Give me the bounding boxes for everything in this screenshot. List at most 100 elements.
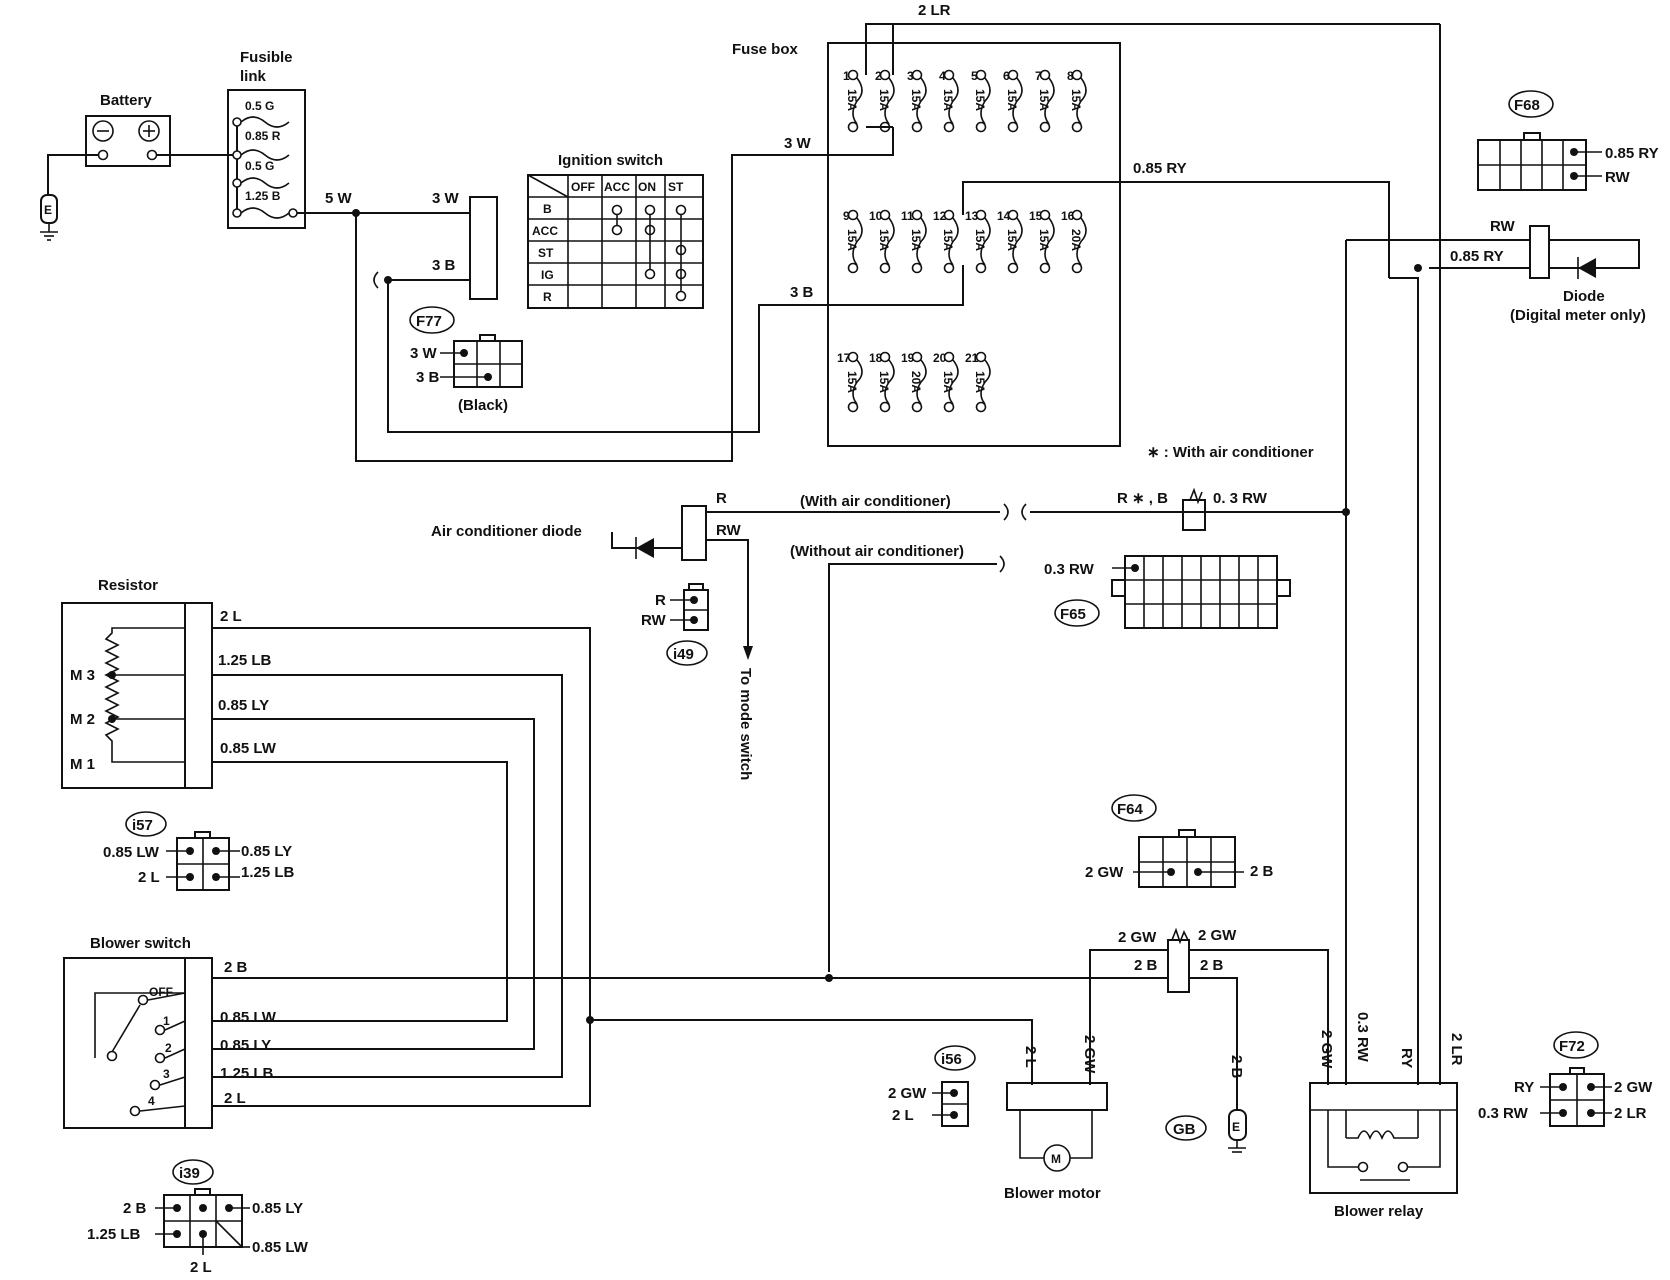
junction-2gw-left: 2 GW (1118, 929, 1157, 946)
ign-row: ST (538, 246, 554, 260)
connector-gb-label: GB (1173, 1121, 1196, 1138)
f72-2gw: 2 GW (1614, 1079, 1653, 1096)
bs-4: 4 (148, 1094, 155, 1108)
ignition-connector (469, 196, 498, 300)
fusible-link-rating: 1.25 B (245, 189, 281, 203)
fuse-number: 10 (869, 209, 883, 223)
fuse-number: 20 (933, 351, 947, 365)
br-2lr: 2 LR (1448, 1033, 1465, 1066)
fuse-number: 8 (1067, 69, 1074, 83)
i49-rw: RW (641, 612, 667, 629)
br-03rw: 0.3 RW (1354, 1012, 1371, 1063)
fuse-rating: 15A (1069, 89, 1083, 111)
f77-black: (Black) (458, 397, 508, 414)
fuse-rating: 15A (1037, 89, 1051, 111)
fuse-box-title: Fuse box (732, 41, 799, 58)
fuse-rating: 15A (909, 229, 923, 251)
ac-r: R (716, 490, 727, 507)
connector-i39: i39 2 B 0.85 LY 1.25 LB 0.85 LW 2 L (87, 1159, 309, 1276)
fuse-number: 11 (901, 209, 914, 223)
ac-diode-label: Air conditioner diode (431, 523, 582, 540)
fuse-number: 3 (907, 69, 914, 83)
bs-3: 3 (163, 1067, 170, 1081)
with-ac-note: ∗ : With air conditioner (1147, 444, 1314, 461)
f68-rw: RW (1605, 169, 1631, 186)
wire-3w-fuse: 3 W (784, 135, 812, 152)
bs-1: 1 (163, 1014, 170, 1028)
svg-text:M: M (1051, 1152, 1061, 1166)
f72-2lr: 2 LR (1614, 1105, 1647, 1122)
gw-junction (1167, 939, 1190, 993)
i39-125lb: 1.25 LB (87, 1226, 141, 1243)
ignition-switch: Ignition switch OFF ACC ON ST B ACC ST I… (527, 152, 704, 309)
without-ac: (Without air conditioner) (790, 543, 964, 560)
i49-r: R (655, 592, 666, 609)
fuse-rating: 15A (877, 229, 891, 251)
br-ry: RY (1398, 1048, 1415, 1068)
f64-2gw: 2 GW (1085, 864, 1124, 881)
diode: Diode (Digital meter only) (1510, 239, 1646, 324)
ign-row: R (543, 290, 552, 304)
connector-i49-label: i49 (673, 646, 694, 663)
rb-connector (1182, 499, 1206, 531)
resistor: Resistor M 3 M 2 M 1 (61, 577, 213, 789)
ignition-switch-title: Ignition switch (558, 152, 663, 169)
ac-rw: RW (716, 522, 742, 539)
connector-i57: i57 0.85 LW 0.85 LY 2 L 1.25 LB (103, 811, 295, 891)
fuse-number: 7 (1035, 69, 1042, 83)
bs-125lb: 1.25 LB (220, 1065, 274, 1082)
blower-motor: M Blower motor (1004, 1082, 1108, 1202)
ground-gb: 2 B E GB (1165, 1055, 1247, 1153)
i57-125lb: 1.25 LB (241, 864, 295, 881)
blower-motor-label: Blower motor (1004, 1185, 1101, 1202)
ign-row: IG (541, 268, 554, 282)
connector-i56: i56 2 GW 2 L (888, 1045, 976, 1127)
fuse-number: 12 (933, 209, 947, 223)
res-m3: M 3 (70, 667, 95, 684)
f72-ry: RY (1514, 1079, 1534, 1096)
wire-3w-ign: 3 W (432, 190, 460, 207)
fusible-link-rating: 0.5 G (245, 159, 274, 173)
bs-085ly: 0.85 LY (220, 1037, 271, 1054)
fuse-number: 14 (997, 209, 1011, 223)
res-085lw: 0.85 LW (220, 740, 277, 757)
f77-3w: 3 W (410, 345, 438, 362)
with-ac: (With air conditioner) (800, 493, 951, 510)
wire-rb: R ∗ , B (1117, 490, 1168, 507)
i56-2gw: 2 GW (888, 1085, 927, 1102)
diode-note: (Digital meter only) (1510, 307, 1646, 324)
wire-2lr-top: 2 LR (918, 2, 951, 19)
battery: Battery (85, 92, 171, 167)
fuse-rating: 15A (1037, 229, 1051, 251)
fuse-rating: 15A (941, 89, 955, 111)
fuse-rating: 15A (941, 371, 955, 393)
junction-2b-right: 2 B (1200, 957, 1224, 974)
battery-label: Battery (100, 92, 152, 109)
fuse-number: 13 (965, 209, 979, 223)
connector-i57-label: i57 (132, 817, 153, 834)
connector-f72: F72 RY 2 GW 0.3 RW 2 LR (1478, 1031, 1653, 1127)
connector-i39-label: i39 (179, 1165, 200, 1182)
fuse-rating: 15A (877, 371, 891, 393)
f72-03rw: 0.3 RW (1478, 1105, 1529, 1122)
bs-2l: 2 L (224, 1090, 246, 1107)
connector-f77: F77 3 W 3 B (Black) (409, 306, 523, 414)
fuse-number: 5 (971, 69, 978, 83)
fuse-rating: 15A (941, 229, 955, 251)
wire-085ry-fuse: 0.85 RY (1133, 160, 1187, 177)
connector-f68: F68 0.85 RY RW (1477, 90, 1659, 191)
wire-rw-diode: RW (1490, 218, 1516, 235)
fuse-rating: 15A (973, 371, 987, 393)
